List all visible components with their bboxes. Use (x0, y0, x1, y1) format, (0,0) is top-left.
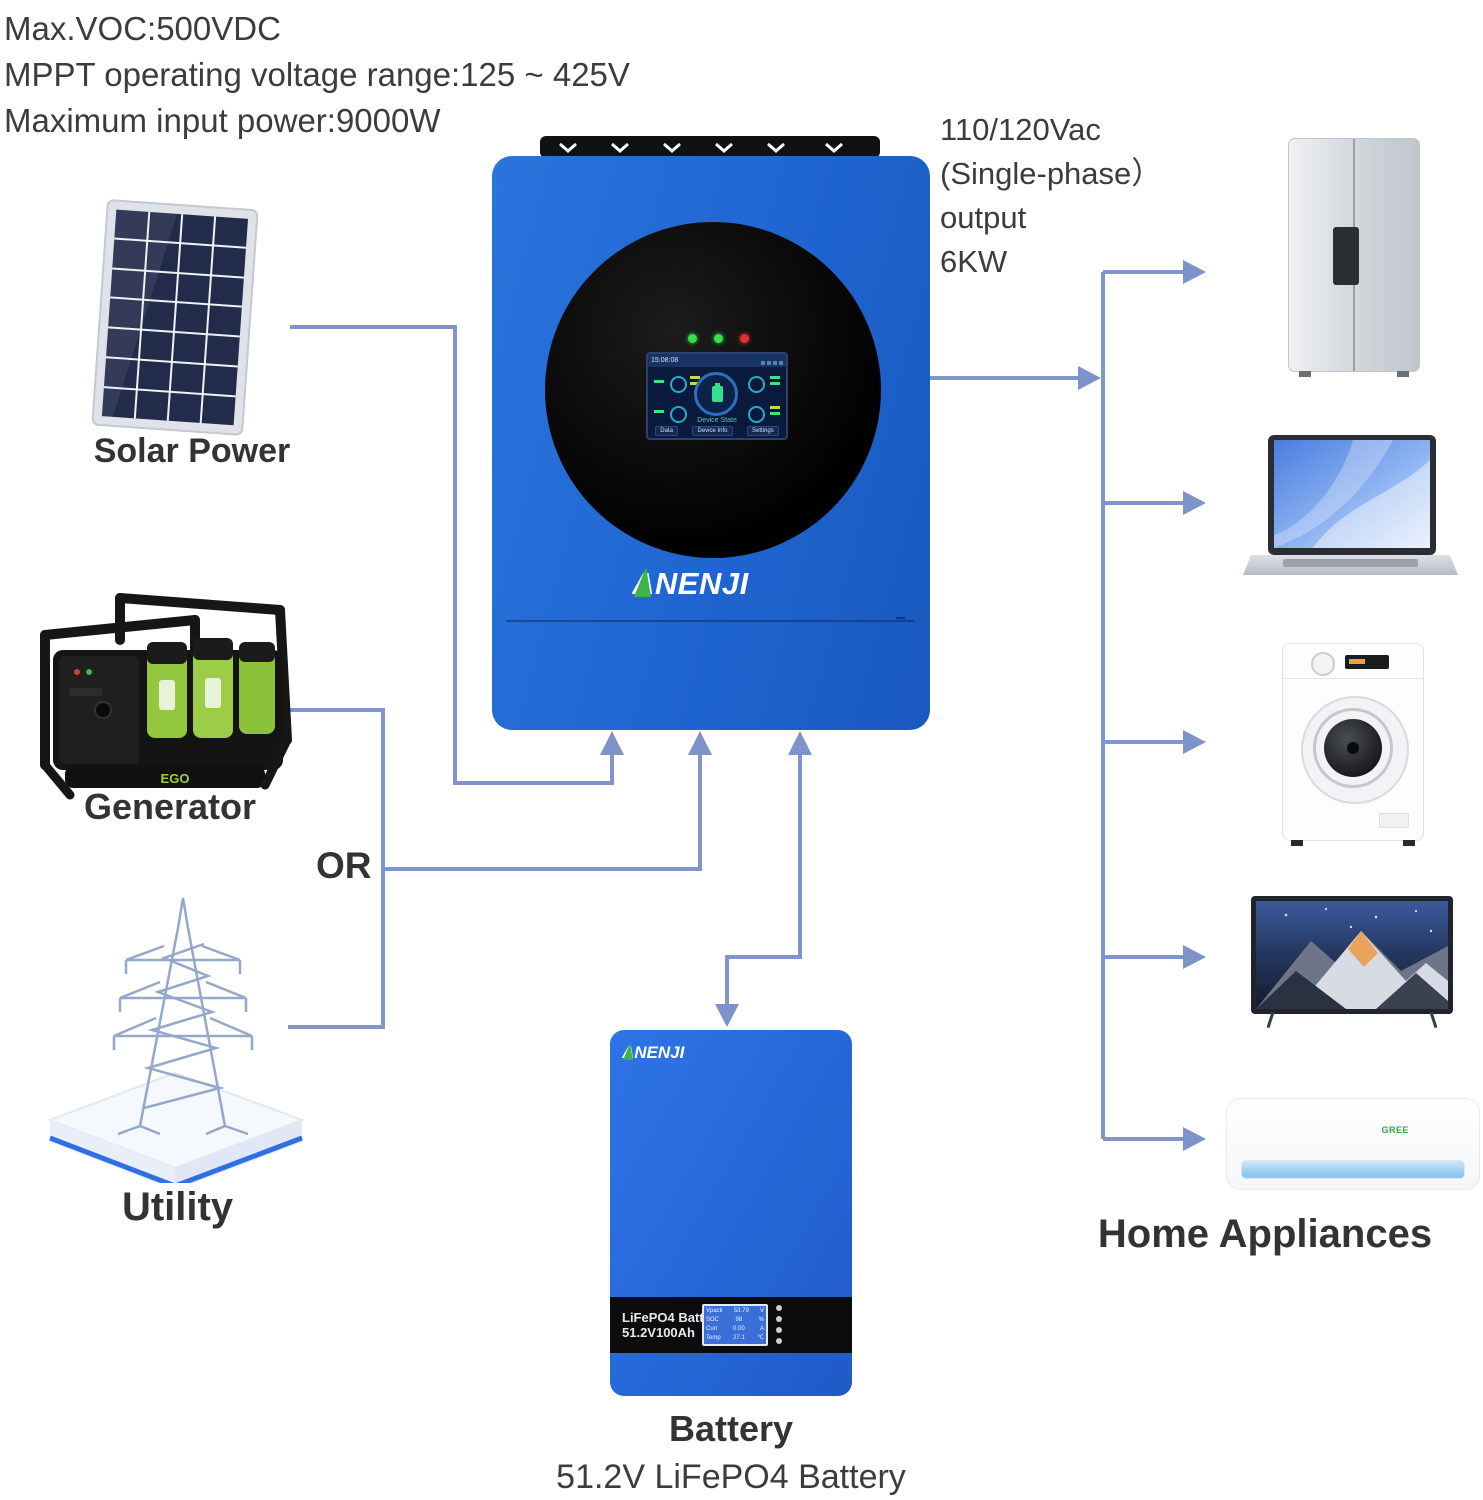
home-appliances-label: Home Appliances (1097, 1212, 1433, 1256)
utility-platform-right (175, 1120, 302, 1183)
battery-button (776, 1305, 782, 1311)
inverter-led-green-2 (714, 334, 723, 343)
washer-drawer (1379, 813, 1409, 828)
inverter-seam-line (506, 620, 914, 622)
battery-subcaption: 51.2V LiFePO4 Battery (556, 1458, 906, 1496)
tv-illustration (1251, 896, 1453, 1029)
generator-label: Generator (83, 786, 257, 827)
battery-brand-logo: ANENJI (622, 1043, 686, 1062)
battery-brand-text: ANENJI (622, 1043, 686, 1062)
lcd-grid-gauge (748, 376, 765, 393)
utility-illustration (47, 897, 305, 1183)
or-label: OR (316, 845, 372, 886)
lcd-pv-gauge (670, 376, 687, 393)
utility-label: Utility (121, 1185, 234, 1229)
arrow-up-battery-feed (788, 731, 812, 755)
inverter-mount-bracket (540, 136, 880, 158)
inverter-lcd-screen: 15:08:08 Device State Data Device Info S… (646, 352, 788, 440)
output-word: output (940, 200, 1027, 235)
lcd-center-ring (694, 372, 738, 416)
fridge-dispenser-panel (1333, 227, 1359, 285)
battery-button (776, 1338, 782, 1344)
lcd-time: 15:08:08 (651, 357, 679, 364)
or-trunk-to-inverter-wire (383, 752, 702, 871)
laptop-illustration (1243, 435, 1458, 575)
solar-panel-illustration (91, 199, 259, 436)
solar-power-label: Solar Power (93, 432, 291, 470)
output-phase: (Single-phase） (940, 156, 1163, 191)
washer-knob (1311, 652, 1335, 676)
lcd-menu-data: Data (655, 426, 678, 436)
lcd-menu-bar: Data Device Info Settings (648, 426, 786, 436)
lcd-menu-device-info: Device Info (692, 426, 733, 436)
spec-max-voc: Max.VOC:500VDC (4, 10, 281, 47)
ac-brand-logo: GREE (1381, 1125, 1409, 1135)
utility-platform-rim (49, 1135, 303, 1183)
inverter-led-green-1 (688, 334, 697, 343)
arrow-up-or (688, 731, 712, 755)
arrow-right-fridge (1183, 260, 1206, 284)
tv-screen (1256, 901, 1448, 1009)
generator-handle-top (115, 593, 285, 615)
lcd-status-icons (759, 354, 783, 370)
battery-button (776, 1316, 782, 1322)
solar-to-inverter-wire (290, 325, 614, 785)
spec-text-block: Max.VOC:500VDC MPPT operating voltage ra… (4, 6, 630, 144)
lcd-load-gauge (748, 406, 765, 423)
output-voltage: 110/120Vac (940, 112, 1101, 147)
arrow-right-washer (1183, 730, 1206, 754)
generator-batteries (147, 638, 275, 738)
output-power: 6KW (940, 244, 1008, 279)
solar-glare (101, 209, 178, 417)
inverter-brand-logo: ANENJI (632, 566, 750, 601)
utility-platform-left (50, 1120, 175, 1183)
laptop-wallpaper-swoosh (1313, 460, 1430, 548)
battery-logo-green-triangle (623, 1043, 633, 1060)
inverter-seam-tick (896, 617, 905, 619)
utility-tower-lattice (112, 897, 254, 1136)
ac-vent (1241, 1160, 1465, 1179)
battery-band-line2: 51.2V100Ah (622, 1325, 695, 1340)
generator-illustration: EGO (40, 593, 292, 800)
inverter-brand-text: ANENJI (632, 566, 750, 601)
logo-green-triangle (634, 567, 651, 597)
arrow-right-laptop (1183, 491, 1206, 515)
lcd-top-bar: 15:08:08 (648, 354, 786, 367)
inverter-battery-wire (725, 752, 802, 1008)
washer-door (1301, 696, 1409, 804)
lcd-menu-settings: Settings (747, 426, 779, 436)
arrow-up-solar (600, 731, 624, 755)
lcd-battery-gauge (670, 406, 687, 423)
washer-display (1345, 655, 1389, 669)
inverter-led-red (740, 334, 749, 343)
generator-brand-logo: EGO (161, 771, 190, 786)
lcd-battery-icon (712, 386, 723, 402)
generator-base (65, 766, 265, 788)
battery-button (776, 1327, 782, 1333)
output-text-block: 110/120Vac (Single-phase） output 6KW (940, 108, 1162, 284)
battery-band-line1: LiFePO4 Battery (622, 1310, 724, 1325)
arrow-right-output (1078, 366, 1101, 390)
refrigerator-illustration (1288, 138, 1420, 377)
battery-caption: Battery (668, 1408, 794, 1449)
lcd-device-state-label: Device State (697, 417, 737, 424)
tv-mountain-glow (1348, 931, 1378, 967)
spec-max-input: Maximum input power:9000W (4, 102, 441, 139)
arrow-right-ac (1183, 1127, 1206, 1151)
washing-machine-illustration (1282, 643, 1424, 846)
spec-mppt-range: MPPT operating voltage range:125 ~ 425V (4, 56, 630, 93)
arrow-down-to-battery (715, 1004, 739, 1027)
air-conditioner-illustration: GREE (1226, 1098, 1480, 1190)
arrow-right-tv (1183, 945, 1206, 969)
